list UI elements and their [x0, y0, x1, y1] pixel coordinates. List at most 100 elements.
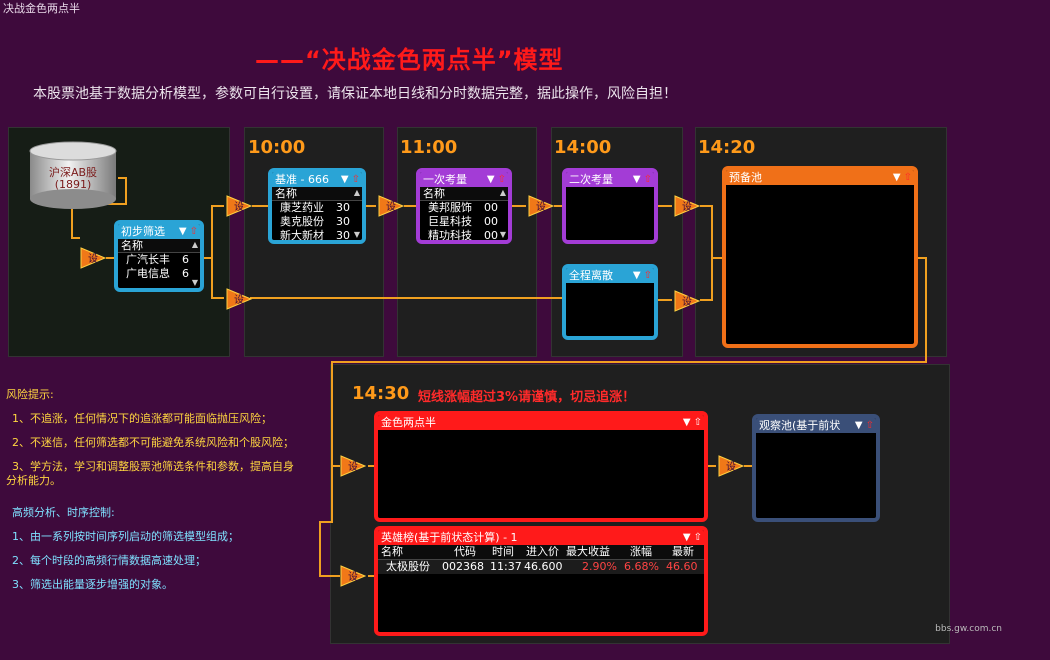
flow-initial-down [211, 258, 224, 299]
settings-gear-golden[interactable]: 设 [340, 455, 367, 477]
pool-title-bar[interactable]: 二次考量▼⇧ [566, 172, 654, 187]
footer-watermark: bbs.gw.com.cn [935, 624, 1002, 634]
pool-hero[interactable]: 英雄榜(基于前状态计算) - 1 ▼⇧ 名称 代码 时间 进入价 最大收益 涨幅 … [374, 526, 708, 636]
column-header-name: 名称 [272, 187, 362, 201]
source-label: 沪深AB股 [48, 166, 98, 179]
settings-gear-icon: 设 [718, 455, 745, 477]
svg-text:设: 设 [726, 461, 736, 473]
settings-gear-source[interactable]: 设 [80, 247, 107, 269]
pool-title-bar[interactable]: 金色两点半▼⇧ [378, 415, 704, 430]
risk-item: 1、不追涨，任何情况下的追涨都可能面临抛压风险； [12, 412, 272, 425]
arrow-up-icon[interactable]: ⇧ [351, 174, 360, 185]
pool-title-bar[interactable]: 一次考量▼⇧ [420, 172, 508, 187]
table-header: 名称 代码 时间 进入价 最大收益 涨幅 最新 [378, 545, 704, 560]
settings-gear-secondcheck[interactable]: 设 [528, 195, 555, 217]
arrow-up-icon[interactable]: ⇧ [693, 532, 702, 543]
pool-title: 预备池 [729, 171, 762, 184]
column-header: 最大收益 [566, 545, 610, 558]
time-label-1000: 10:00 [248, 137, 306, 158]
dropdown-icon[interactable]: ▼ [632, 174, 641, 185]
settings-gear-base[interactable]: 设 [226, 195, 253, 217]
arrow-up-icon[interactable]: ⇧ [903, 172, 912, 183]
arrow-up-icon[interactable]: ⇧ [189, 226, 198, 237]
flow-reserve-to-golden-gear [331, 257, 927, 467]
settings-gear-observe[interactable]: 设 [718, 455, 745, 477]
svg-text:设: 设 [348, 571, 358, 583]
arrow-up-icon[interactable]: ⇧ [497, 174, 506, 185]
dropdown-icon[interactable]: ▼ [178, 226, 187, 237]
pool-title: 英雄榜(基于前状态计算) - 1 [381, 531, 518, 544]
pool-title-bar[interactable]: 预备池 ▼⇧ [726, 170, 914, 185]
settings-gear-firstcheck[interactable]: 设 [378, 195, 405, 217]
scroll-up-icon[interactable]: ▲ [499, 188, 506, 197]
flow-merge [700, 205, 713, 301]
pool-title-bar[interactable]: 全程离散 ▼⇧ [566, 268, 654, 283]
pool-title-bar[interactable]: 英雄榜(基于前状态计算) - 1 ▼⇧ [378, 530, 704, 545]
scroll-up-icon[interactable]: ▲ [191, 240, 198, 249]
page-subtitle: 本股票池基于数据分析模型，参数可自行设置，请保证本地日线和分时数据完整，据此操作… [33, 86, 677, 102]
dropdown-icon[interactable]: ▼ [486, 174, 495, 185]
dropdown-icon[interactable]: ▼ [682, 532, 691, 543]
svg-text:设: 设 [234, 294, 244, 306]
settings-gear-reserve-b[interactable]: 设 [674, 290, 701, 312]
arrow-up-icon[interactable]: ⇧ [643, 270, 652, 281]
arrow-up-icon[interactable]: ⇧ [865, 420, 874, 431]
pool-reserve[interactable]: 预备池 ▼⇧ [722, 166, 918, 348]
pool-title-bar[interactable]: 观察池(基于前状▼⇧ [756, 418, 876, 433]
time-label-1100: 11:00 [400, 137, 458, 158]
pool-second-check[interactable]: 二次考量▼⇧ [562, 168, 658, 244]
scroll-down-icon[interactable]: ▼ [353, 230, 360, 239]
column-header: 最新 [672, 545, 694, 558]
pool-golden[interactable]: 金色两点半▼⇧ [374, 411, 708, 522]
pool-title-bar[interactable]: 基准 - 666 ▼⇧ [272, 172, 362, 187]
database-icon [29, 141, 117, 209]
pool-title: 全程离散 [569, 269, 613, 282]
settings-gear-hero[interactable]: 设 [340, 565, 367, 587]
pool-full-dispersion[interactable]: 全程离散 ▼⇧ [562, 264, 658, 340]
hf-item: 2、每个时段的高频行情数据高速处理； [12, 554, 206, 567]
column-header: 时间 [492, 545, 514, 558]
pool-observe[interactable]: 观察池(基于前状▼⇧ [752, 414, 880, 522]
dropdown-icon[interactable]: ▼ [340, 174, 349, 185]
svg-text:设: 设 [536, 201, 546, 213]
dropdown-icon[interactable]: ▼ [854, 420, 863, 431]
svg-text:设: 设 [348, 461, 358, 473]
dropdown-icon[interactable]: ▼ [682, 417, 691, 428]
page-title: ——“决战金色两点半”模型 [255, 46, 564, 74]
source-database[interactable]: 沪深AB股 (1891) [28, 141, 118, 211]
settings-gear-icon: 设 [340, 455, 367, 477]
scroll-down-icon[interactable]: ▼ [191, 278, 198, 287]
scroll-down-icon[interactable]: ▼ [499, 230, 506, 239]
dropdown-icon[interactable]: ▼ [632, 270, 641, 281]
column-header-name: 名称 [118, 239, 200, 253]
svg-text:设: 设 [386, 201, 396, 213]
settings-gear-icon: 设 [80, 247, 107, 269]
table-row[interactable]: 太极股份 002368 11:37 46.600 2.90% 6.68% 46.… [378, 560, 704, 574]
risk-title: 风险提示: [6, 388, 54, 401]
settings-gear-dispersion[interactable]: 设 [226, 288, 253, 310]
source-count: (1891) [54, 178, 92, 191]
arrow-up-icon[interactable]: ⇧ [643, 174, 652, 185]
scroll-up-icon[interactable]: ▲ [353, 188, 360, 197]
pool-title-bar[interactable]: 初步筛选 ▼⇧ [118, 224, 200, 239]
time-label-1420: 14:20 [698, 137, 756, 158]
arrow-up-icon[interactable]: ⇧ [693, 417, 702, 428]
settings-gear-icon: 设 [674, 195, 701, 217]
settings-gear-reserve-a[interactable]: 设 [674, 195, 701, 217]
dropdown-icon[interactable]: ▼ [892, 172, 901, 183]
pool-title: 基准 - 666 [275, 173, 329, 186]
column-header: 涨幅 [630, 545, 652, 558]
pool-title: 初步筛选 [121, 225, 165, 238]
window-title: 决战金色两点半 [3, 2, 80, 15]
